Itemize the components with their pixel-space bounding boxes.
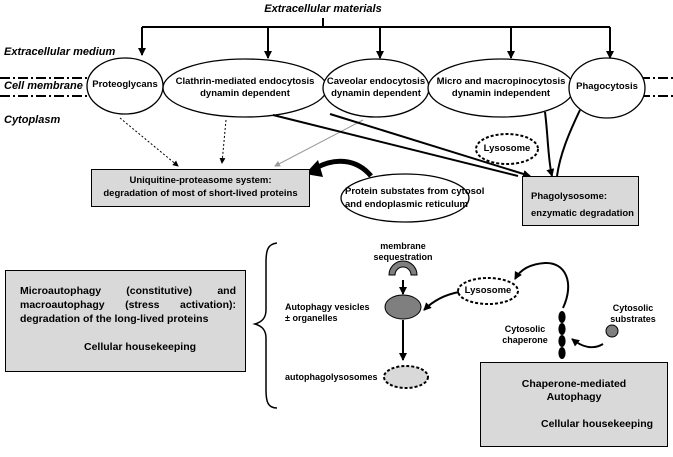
phagolysosome-label-line1: Phagolysosome:	[531, 191, 608, 202]
cell-membrane-lines	[0, 77, 673, 97]
protein-substrates-ellipse	[340, 173, 470, 223]
proteoglycans-label: Proteoglycans	[92, 79, 158, 90]
ups-box: Uniquitine-proteasome system: degradatio…	[91, 169, 310, 207]
left-brace	[252, 242, 278, 409]
cytosolic-substrate-dot	[605, 324, 619, 338]
phagolysosome-box: Phagolysosome: enzymatic degradation	[522, 176, 639, 226]
membrane-sequestration-label-line1: membrane	[380, 241, 426, 251]
extracellular-materials-label: Extracellular materials	[264, 3, 382, 15]
substrates-label-line2: and endoplasmic reticulum	[345, 199, 468, 210]
autophagy-vesicles-label-line1: Autophagy vesicles	[285, 302, 370, 312]
cytosolic-chaperone-label-line2: chaperone	[502, 335, 548, 345]
extracellular-distribution-arrows	[138, 18, 614, 59]
clathrin-label-line2: dynamin dependent	[200, 88, 290, 99]
autophagy-vesicle-shape	[384, 294, 422, 320]
phagocytosis-label: Phagocytosis	[576, 81, 638, 92]
lysosome-top-label: Lysosome	[483, 143, 531, 154]
micro-housekeeping-label: Cellular housekeeping	[84, 341, 197, 353]
phagolysosome-label-line2: enzymatic degradation	[531, 208, 634, 219]
cell-membrane-label: Cell membrane	[4, 80, 83, 92]
micro-macropinocytosis-label-line2: dynamin independent	[451, 88, 551, 99]
cma-title-line2: Autophagy	[546, 391, 602, 403]
substrate-to-chaperone-arrow	[571, 338, 604, 349]
micro-macropinocytosis-label-line1: Micro and macropinocytosis	[436, 76, 566, 87]
membrane-sequestration-shape	[388, 260, 418, 276]
phagocytosis-ellipse	[568, 57, 646, 119]
cma-housekeeping-label: Cellular housekeeping	[541, 418, 654, 430]
micro-macroautophagy-box: Microautophagy (constitutive) and macroa…	[5, 270, 246, 372]
membrane-sequestration-label-line2: sequestration	[373, 252, 433, 262]
ups-label-line2: degradation of most of short-lived prote…	[103, 188, 298, 199]
micro-macroautophagy-text: Microautophagy (constitutive) and macroa…	[20, 285, 236, 325]
ups-label-line1: Uniquitine-proteasome system:	[129, 175, 272, 186]
pathway-ellipses	[86, 57, 646, 119]
caveolar-label-line1: Caveolar endocytosis	[326, 76, 426, 87]
clathrin-label-line1: Clathrin-mediated endocytosis	[175, 76, 315, 87]
substrates-to-ups-arrow	[314, 158, 373, 178]
cytosolic-chaperone-label-line1: Cytosolic	[504, 324, 546, 334]
cytosolic-substrates-label-line1: Cytosolic	[612, 303, 654, 313]
autophagolysosomes-label: autophagolysosomes	[285, 372, 378, 382]
ups-dotted-arrows	[119, 117, 227, 167]
cytosolic-substrates-label-line2: substrates	[610, 314, 656, 324]
chaperone-mediated-autophagy-box: Chaperone-mediated Autophagy Cellular ho…	[480, 362, 668, 447]
lysosome-to-vesicle-arrow	[423, 291, 460, 311]
substrates-label-line1: Protein substates from cytosol	[345, 186, 485, 197]
autophagy-vesicles-label-line2: ± organelles	[285, 313, 338, 323]
lysosome-top-ellipse	[475, 133, 539, 165]
chaperone-chain	[558, 311, 566, 359]
chaperone-to-lysosome-arrow	[514, 261, 570, 309]
cytoplasm-label: Cytoplasm	[4, 114, 61, 126]
caveolar-to-ups-arrow	[274, 119, 364, 167]
caveolar-label-line2: dynamin dependent	[331, 88, 421, 99]
lysosome-bottom-label: Lysosome	[464, 285, 512, 296]
phagolysosome-arrows	[272, 109, 581, 178]
cma-title-line1: Chaperone-mediated	[521, 378, 627, 390]
autophagolysosome-shape	[383, 365, 429, 389]
lysosome-bottom-ellipse	[457, 277, 519, 305]
extracellular-medium-label: Extracellular medium	[4, 46, 116, 58]
